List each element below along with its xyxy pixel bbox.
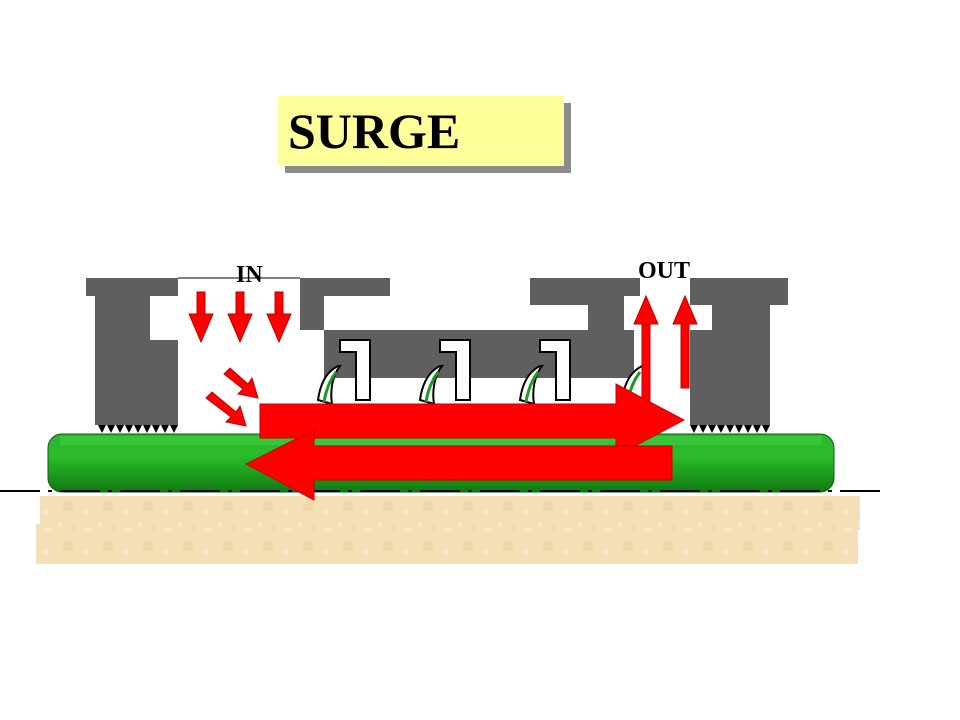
left-seal-teeth [98,425,178,433]
rotor-blade [418,365,445,406]
inlet-label: IN [236,262,263,288]
up-arrow-icon [672,294,698,389]
outlet-flow-arrows [633,294,698,403]
down-arrow-icon [227,291,253,344]
forward-flow-arrow-icon [259,383,686,457]
inlet-casing [86,277,390,425]
outlet-label: OUT [638,258,691,284]
outlet-casing [530,278,788,425]
diagram-title: SURGE [278,96,564,166]
base-plate [36,496,860,564]
diagonal-arrow-icon [205,391,247,427]
diagonal-arrow-icon [223,367,259,399]
right-seal-teeth [690,425,770,433]
rotor-blade [518,365,545,406]
reverse-flow-arrow-icon [244,429,673,501]
down-arrow-icon [188,291,214,344]
stator-vanes [339,339,571,401]
rotor-blade [316,365,343,406]
surge-arrows [244,383,686,501]
inlet-flow-arrows [188,291,292,427]
down-arrow-icon [266,291,292,344]
